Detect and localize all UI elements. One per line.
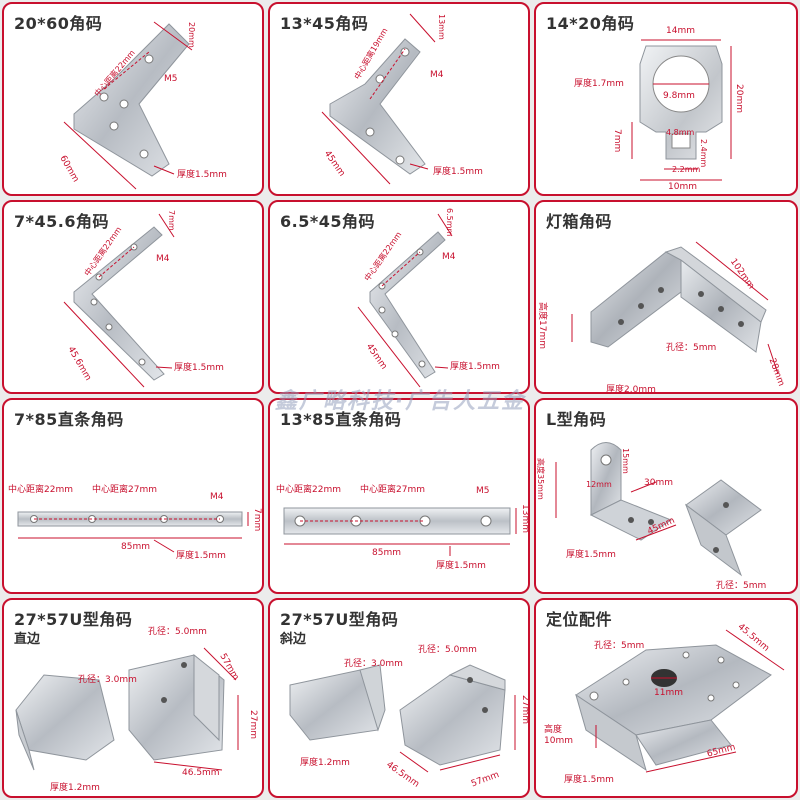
dim-width: 7mm [252,508,262,532]
cell-27x57-u-bevel: 27*57U型角码 斜边 孔径：5.0mm 孔径：3.0mm 27mm 厚度1.… [268,598,530,798]
u-bracket-image [15,647,239,771]
strip-bracket-image [17,511,249,553]
cell-27x57-u-straight: 27*57U型角码 直边 孔径：5.0mm 孔径：3.0mm 57mm 27mm… [2,598,264,798]
dim-screw: M4 [156,254,170,264]
cell-14x20-corner: 14*20角码 14mm 厚度1.7mm 9.8mm 20mm 7mm 4.8m… [534,2,798,196]
dim-bottom-width: 10mm [668,182,697,192]
cell-title: 27*57U型角码 [280,610,399,629]
cell-title: 7*85直条角码 [14,410,124,429]
corner-bracket-image [321,13,436,185]
dim-height-value: 10mm [544,736,573,746]
dim-tab-width: 12mm [586,480,612,489]
dim-height: 高度35mm [536,458,545,500]
dim-thickness: 厚度1.5mm [177,170,227,180]
cell-title: L型角码 [546,410,607,429]
positioning-fitting-image [575,629,785,773]
dim-hole: 孔径：5mm [716,581,767,591]
cell-title: 灯箱角码 [546,212,613,231]
dim-hole-small: 孔径：3.0mm [344,659,403,669]
dim-height: 27mm [520,695,530,724]
dim-thickness: 厚度1.5mm [566,550,616,560]
dim-hole-large: 孔径：5.0mm [418,645,477,655]
strip-bracket-image [283,507,517,556]
cell-title: 27*57U型角码 [14,610,133,629]
dim-hole-small: 孔径：3.0mm [78,675,137,685]
dim-hole: 9.8mm [663,91,695,101]
dim-thickness: 厚度1.5mm [176,551,226,561]
dim-center-hole: 11mm [654,688,683,698]
l-bracket-image [555,442,762,577]
cell-7x45-6-corner: 7*45.6角码 7mm 中心距离22mm M4 45.6mm 厚度1.5mm [2,200,264,394]
dim-thickness: 厚度1.2mm [50,783,100,793]
dim-hole: 孔径：5mm [666,343,717,353]
cell-7x85-strip: 7*85直条角码 中心距离22mm 中心距离27mm M4 7mm 85mm 厚… [2,398,264,594]
dim-screw: M4 [442,252,456,262]
corner-bracket-image [63,213,175,388]
dim-slot-width: 4.8mm [666,128,695,137]
cell-title: 6.5*45角码 [280,212,375,231]
dim-height: 27mm [248,710,258,739]
dim-height: 20mm [734,84,744,113]
dim-thickness: 厚度2.0mm [606,385,656,394]
dim-width: 6.5mm [445,208,454,237]
dim-thickness: 厚度1.5mm [174,363,224,373]
dim-height: 高度17mm [537,302,547,349]
dim-width: 13mm [437,14,446,40]
dim-slot-gap: 2.2mm [672,165,701,174]
dim-center-distance-27: 中心距离27mm [360,485,425,495]
corner-bracket-image [63,21,193,190]
cell-20x60-corner: 20*60角码 20mm 中心距离22mm M5 60mm 厚度1.5mm [2,2,264,196]
dim-hole: 孔径：5mm [594,641,645,651]
dim-hole-large: 孔径：5.0mm [148,627,207,637]
cell-13x85-strip: 13*85直条角码 中心距离22mm 中心距离27mm M5 13mm 85mm… [268,398,530,594]
lightbox-bracket-image [571,241,779,375]
dim-width: 13mm [520,504,530,533]
dim-length: 85mm [121,542,150,552]
dim-thickness: 厚度1.2mm [300,758,350,768]
dim-width: 20mm [187,22,196,48]
dim-center-distance-22: 中心距离22mm [276,485,341,495]
dim-screw: M5 [164,74,178,84]
cell-title: 7*45.6角码 [14,212,109,231]
dim-width: 14mm [666,26,695,36]
cell-l-shape: L型角码 高度35mm 15mm 12mm 30mm 45mm 厚度1.5mm … [534,398,798,594]
dim-center-distance-27: 中心距离27mm [92,485,157,495]
dim-length: 85mm [372,548,401,558]
dim-depth: 30mm [644,478,673,488]
cell-title: 定位配件 [546,610,613,629]
dim-screw: M4 [210,492,224,502]
cell-title: 13*85直条角码 [280,410,402,429]
dim-slot-depth: 2.4mm [699,139,708,168]
cell-13x45-corner: 13*45角码 13mm 中心距离19mm M4 45mm 厚度1.5mm [268,2,530,196]
cell-positioning-fitting: 定位配件 孔径：5mm 45.5mm 11mm 高度 10mm 65mm 厚度1… [534,598,798,798]
dim-width: 46.5mm [182,768,220,778]
u-bracket-image [289,664,516,773]
dim-thickness: 厚度1.5mm [436,561,486,571]
cell-title: 13*45角码 [280,14,369,33]
dim-thickness: 厚度1.5mm [433,167,483,177]
cell-title: 20*60角码 [14,14,103,33]
ring-bracket-image [631,39,732,181]
cell-subtitle: 斜边 [280,632,307,647]
dim-thickness: 厚度1.5mm [564,775,614,785]
dim-width: 7mm [167,210,176,231]
cell-title: 14*20角码 [546,14,635,33]
cell-subtitle: 直边 [14,632,41,647]
dim-height-label: 高度 [544,725,563,735]
dim-tab-height: 7mm [612,129,622,153]
corner-bracket-image [357,213,453,388]
dim-thickness: 厚度1.7mm [574,79,624,89]
dim-screw: M5 [476,486,490,496]
dim-thickness: 厚度1.5mm [450,362,500,372]
dim-tab-height: 15mm [621,448,630,474]
dim-screw: M4 [430,70,444,80]
cell-6-5x45-corner: 6.5*45角码 6.5mm 中心距离22mm M4 45mm 厚度1.5mm [268,200,530,394]
dim-center-distance-22: 中心距离22mm [8,485,73,495]
cell-lightbox-corner: 灯箱角码 102mm 高度17mm 孔径：5mm 厚度2.0mm 28mm [534,200,798,394]
